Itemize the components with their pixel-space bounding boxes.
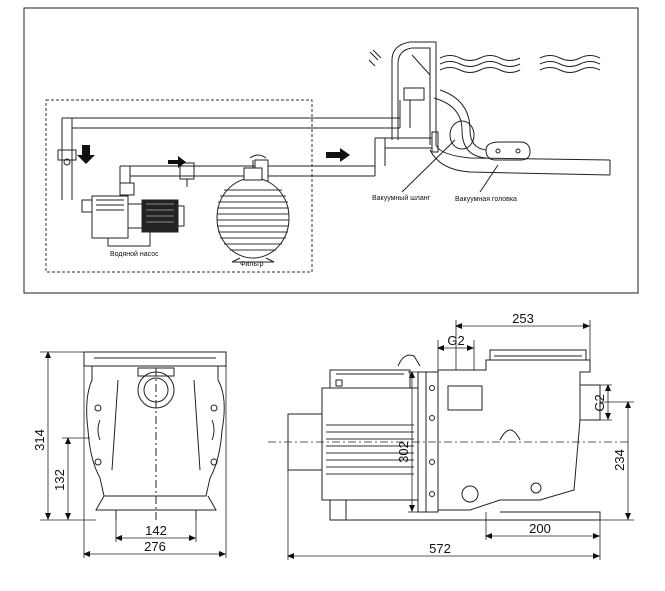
filter-label: Фильтр	[240, 261, 264, 268]
pump-side-view	[83, 351, 227, 520]
flow-arrows	[77, 145, 350, 168]
schematic-frame	[23, 7, 639, 294]
dim-side-base-inner: 142	[145, 523, 167, 538]
dim-front-height: 302	[396, 441, 411, 463]
equipment-box	[45, 99, 313, 273]
dim-front-base-offset: 200	[529, 521, 551, 536]
dim-front-inlet-height: 234	[612, 449, 627, 471]
dim-front-total-length: 572	[429, 541, 451, 556]
vacuum-hose	[433, 89, 487, 159]
dim-side-height: 314	[32, 429, 47, 451]
pump-front-view	[287, 349, 601, 521]
dim-front-g2-right: G2	[592, 394, 607, 411]
dim-front-outlet-offset: 253	[512, 311, 534, 326]
schematic-pump	[81, 182, 185, 247]
pool-wall	[391, 41, 611, 176]
vacuum-head	[485, 141, 531, 161]
skimmer-icon	[368, 49, 382, 67]
pump-label: Водяной насос	[110, 250, 159, 258]
side-view-dimensions	[40, 351, 227, 558]
dim-side-base-width: 276	[144, 539, 166, 554]
vacuum-head-label: Вакуумная головка	[455, 196, 517, 203]
pipe-network	[57, 100, 439, 200]
sand-filter	[216, 154, 290, 263]
installation-schematic: Водяной насос Фильтр Вакуумный шланг Вак…	[23, 7, 639, 294]
leader-lines	[401, 139, 499, 193]
water-surface-waves	[439, 55, 601, 73]
dim-front-g2-top: G2	[447, 333, 464, 348]
front-view-dimensions	[268, 320, 634, 560]
vacuum-hose-label: Вакуумный шланг	[372, 194, 431, 202]
dim-side-axis-height: 132	[52, 469, 67, 491]
